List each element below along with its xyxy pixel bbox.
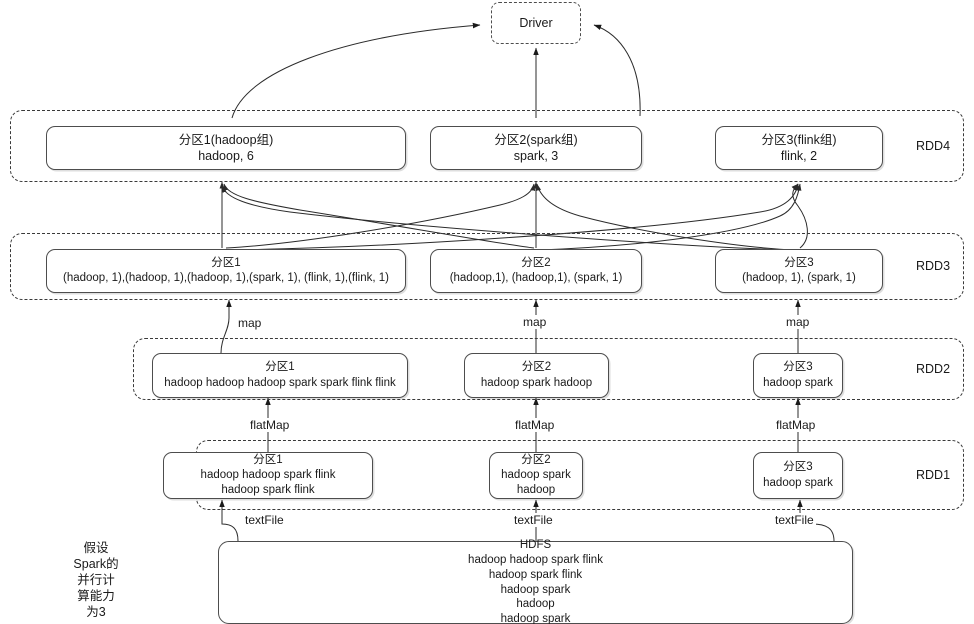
rdd4-partition-2[interactable]: 分区2(spark组) spark, 3: [430, 126, 642, 170]
rdd2-label: RDD2: [916, 362, 951, 376]
rdd1-label: RDD1: [916, 468, 951, 482]
rdd4-partition-3-line-1: 分区3(flink组): [761, 132, 837, 147]
wire-driver-from-p1: [231, 22, 481, 119]
parallelism-note-line-4: 算能力: [77, 589, 115, 603]
rdd1-partition-3-line-2: hadoop spark: [763, 476, 833, 489]
parallelism-note-line-5: 为3: [86, 605, 106, 619]
rdd3-partition-1[interactable]: 分区1 (hadoop, 1),(hadoop, 1),(hadoop, 1),…: [46, 249, 406, 293]
rdd4-label: RDD4: [916, 139, 951, 153]
rdd2-partition-1-line-1: 分区1: [265, 361, 295, 374]
rdd4-partition-3-line-2: flink, 2: [780, 149, 818, 163]
rdd2-partition-1[interactable]: 分区1 hadoop hadoop hadoop spark spark fli…: [152, 353, 408, 398]
rdd2-band: [133, 338, 964, 400]
hdfs-node[interactable]: HDFS hadoop hadoop spark flink hadoop sp…: [218, 538, 853, 624]
rdd3-partition-1-line-1: 分区1: [211, 256, 241, 269]
rdd2-partition-2[interactable]: 分区2 hadoop spark hadoop: [464, 353, 609, 398]
rdd4-partition-2-line-1: 分区2(spark组): [494, 132, 578, 147]
rdd1-partition-1-line-3: hadoop spark flink: [221, 484, 315, 497]
rdd2-partition-1-line-2: hadoop hadoop hadoop spark spark flink f…: [164, 376, 396, 389]
edge-label-flatmap-1: flatMap: [248, 418, 292, 432]
rdd3-partition-3-line-2: (hadoop, 1), (spark, 1): [742, 272, 856, 284]
hdfs-line-2: hadoop spark flink: [488, 568, 583, 581]
rdd1-partition-2-line-1: 分区2: [521, 453, 551, 466]
rdd2-partition-3[interactable]: 分区3 hadoop spark: [753, 353, 843, 398]
parallelism-note-line-1: 假设: [83, 541, 109, 555]
driver-label: Driver: [519, 16, 553, 30]
rdd3-partition-3-line-1: 分区3: [784, 256, 814, 269]
edge-label-textfile-1: textFile: [243, 513, 286, 527]
hdfs-line-3: hadoop spark: [500, 583, 571, 596]
rdd4-partition-2-line-2: spark, 3: [513, 149, 559, 163]
edge-label-flatmap-2: flatMap: [513, 418, 557, 432]
edge-label-map-1: map: [236, 316, 264, 330]
rdd1-partition-3[interactable]: 分区3 hadoop spark: [753, 452, 843, 499]
edge-label-textfile-2: textFile: [512, 513, 555, 527]
wire-driver-from-p3: [593, 24, 641, 117]
hdfs-title: HDFS: [519, 538, 552, 551]
rdd3-partition-2-line-1: 分区2: [521, 256, 551, 269]
hdfs-line-5: hadoop spark: [500, 613, 571, 624]
rdd4-band: [10, 110, 964, 182]
rdd1-partition-1-line-1: 分区1: [253, 453, 283, 466]
rdd3-label: RDD3: [916, 259, 951, 273]
rdd1-partition-2-line-2: hadoop spark: [501, 468, 571, 481]
driver-node[interactable]: Driver: [491, 2, 581, 44]
rdd3-band: [10, 233, 964, 300]
rdd1-partition-3-line-1: 分区3: [783, 461, 813, 474]
parallelism-note: 假设 Spark的 并行计 算能力 为3: [56, 540, 136, 620]
rdd1-partition-2-line-3: hadoop: [516, 484, 556, 497]
parallelism-note-line-3: 并行计: [77, 573, 115, 587]
rdd2-partition-2-line-1: 分区2: [521, 361, 552, 374]
hdfs-line-4: hadoop: [516, 598, 555, 611]
rdd1-partition-1[interactable]: 分区1 hadoop hadoop spark flink hadoop spa…: [163, 452, 373, 499]
rdd4-partition-1-line-1: 分区1(hadoop组): [178, 132, 274, 147]
edge-label-textfile-3: textFile: [773, 513, 816, 527]
parallelism-note-line-2: Spark的: [73, 557, 119, 571]
edge-label-map-2: map: [521, 315, 549, 329]
rdd2-partition-3-line-2: hadoop spark: [763, 376, 833, 389]
rdd2-partition-3-line-1: 分区3: [783, 361, 813, 374]
rdd1-partition-2[interactable]: 分区2 hadoop spark hadoop: [489, 452, 583, 499]
edge-label-map-3: map: [784, 315, 812, 329]
hdfs-line-1: hadoop hadoop spark flink: [468, 553, 603, 566]
rdd3-partition-2[interactable]: 分区2 (hadoop,1), (hadoop,1), (spark, 1): [430, 249, 642, 293]
rdd4-partition-3[interactable]: 分区3(flink组) flink, 2: [715, 126, 883, 170]
edge-label-flatmap-3: flatMap: [774, 418, 818, 432]
rdd2-partition-2-line-2: hadoop spark hadoop: [480, 376, 593, 389]
rdd4-partition-1-line-2: hadoop, 6: [198, 149, 254, 163]
rdd3-partition-3[interactable]: 分区3 (hadoop, 1), (spark, 1): [715, 249, 883, 293]
rdd4-partition-1[interactable]: 分区1(hadoop组) hadoop, 6: [46, 126, 406, 170]
rdd1-partition-1-line-2: hadoop hadoop spark flink: [200, 468, 336, 481]
rdd3-partition-1-line-2: (hadoop, 1),(hadoop, 1),(hadoop, 1),(spa…: [63, 272, 389, 284]
rdd3-partition-2-line-2: (hadoop,1), (hadoop,1), (spark, 1): [449, 272, 623, 284]
